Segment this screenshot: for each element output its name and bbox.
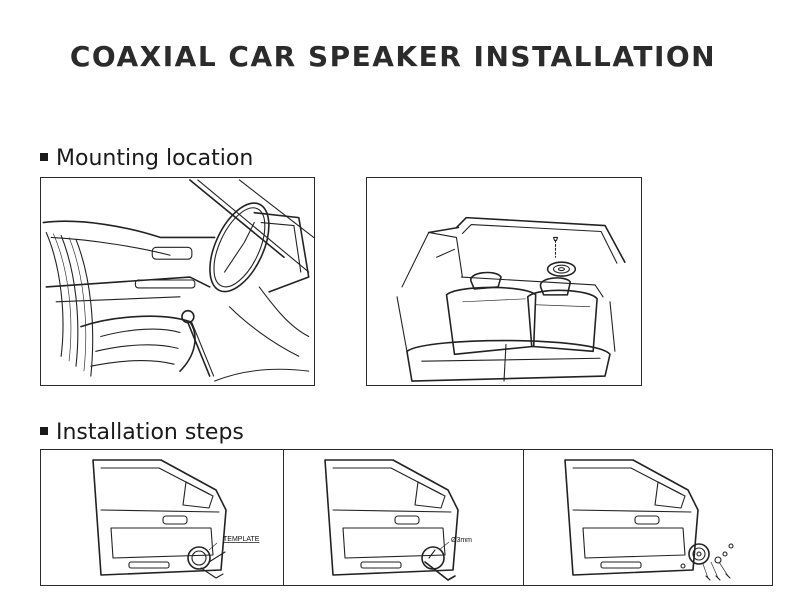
section-heading-mounting: Mounting location: [40, 146, 253, 171]
step-1-template-drawing: TEMPLATE: [92, 459, 260, 579]
installation-steps-strip: TEMPLATE Ø3mm: [40, 449, 773, 586]
rear-shelf-speaker-drawing: [396, 216, 626, 382]
bullet-icon: [40, 153, 48, 161]
section-label-mounting: Mounting location: [56, 146, 254, 171]
step-divider: [523, 450, 524, 585]
step-2-label: Ø3mm: [451, 537, 472, 544]
step-2-drill-drawing: Ø3mm: [324, 459, 472, 581]
front-door-speaker-drawing: [42, 179, 314, 382]
step-divider: [283, 450, 284, 585]
bullet-icon: [40, 427, 48, 435]
step-3-mount-drawing: [564, 459, 734, 581]
document-title: COAXIAL CAR SPEAKER INSTALLATION: [69, 40, 717, 73]
section-label-steps: Installation steps: [56, 420, 244, 445]
section-heading-steps: Installation steps: [40, 420, 244, 445]
step-1-label: TEMPLATE: [223, 536, 260, 543]
front-interior-illustration: [40, 177, 315, 386]
rear-interior-illustration: [366, 177, 642, 386]
